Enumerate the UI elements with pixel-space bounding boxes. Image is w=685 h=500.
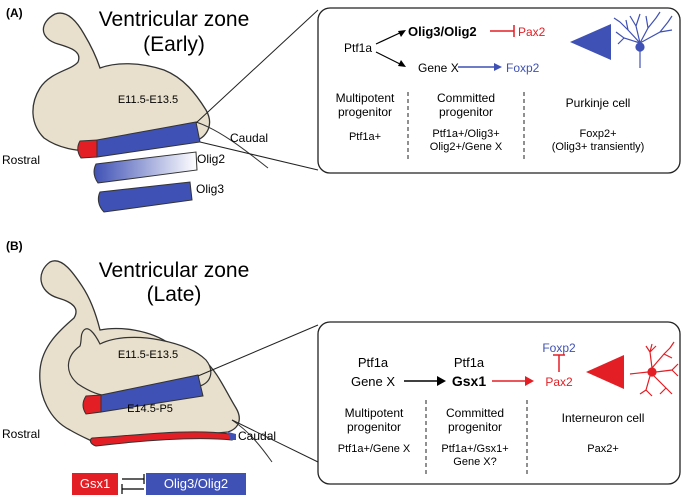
panel-b-title-line1: Ventricular zone xyxy=(99,259,250,282)
panel-a-gene-x: Gene X xyxy=(418,61,459,75)
panel-a-olig2-label: Olig2 xyxy=(197,152,225,166)
panel-a-stage-label: E11.5-E13.5 xyxy=(118,94,178,106)
panel-a-olig3-olig2: Olig3/Olig2 xyxy=(408,24,477,39)
panel-b-label: (B) xyxy=(6,239,23,253)
panel-b-detail-box xyxy=(317,321,681,485)
gsx1-legend-label: Gsx1 xyxy=(80,476,110,491)
panel-b-foxp2: Foxp2 xyxy=(542,341,576,355)
panel-a-ptf1a: Ptf1a xyxy=(344,41,372,55)
panel-b-gene-x: Gene X xyxy=(351,374,395,389)
panel-b-triangle xyxy=(586,355,624,389)
panel-b-col1-marker: Ptf1a+/Gene X xyxy=(338,443,411,455)
panel-b-ptf1a-2: Ptf1a xyxy=(454,355,485,370)
panel-b-red-band xyxy=(89,431,233,447)
panel-b-zoom-line-bottom xyxy=(231,419,319,463)
panel-a-col1-marker: Ptf1a+ xyxy=(349,131,381,143)
panel-b-pax2: Pax2 xyxy=(545,375,573,389)
panel-b-blue-tip xyxy=(228,432,236,440)
panel-a-red-zone xyxy=(77,139,98,159)
panel-b-blue-zone xyxy=(100,374,204,413)
panel-a-rostral: Rostral xyxy=(2,153,40,167)
interneuron-cell-icon xyxy=(629,341,679,397)
panel-b-title-line2: (Late) xyxy=(147,283,202,306)
panel-b-col2-marker1: Ptf1a+/Gsx1+ xyxy=(441,443,508,455)
panel-a-col3-marker1: Foxp2+ xyxy=(580,128,617,140)
panel-b-caudal-line xyxy=(231,419,273,463)
panel-b-col3-head: Interneuron cell xyxy=(562,411,645,425)
panel-a-col2-head2: progenitor xyxy=(439,105,493,119)
panel-b-red-zone xyxy=(82,394,102,415)
panel-b-col2-head2: progenitor xyxy=(448,420,502,434)
panel-a-olig3-strip xyxy=(97,181,193,213)
panel-b-ptf1a-1: Ptf1a xyxy=(358,355,389,370)
panel-a-col1-head2: progenitor xyxy=(338,105,392,119)
panel-a-pax2: Pax2 xyxy=(518,25,546,39)
panel-a-title-line2: (Early) xyxy=(143,33,205,56)
panel-a-label: (A) xyxy=(6,6,23,20)
panel-b-col2-marker2: Gene X? xyxy=(453,456,496,468)
panel-a-col3-head: Purkinje cell xyxy=(566,96,631,110)
panel-a-zoom-line-bottom xyxy=(199,141,319,171)
olig-legend-label: Olig3/Olig2 xyxy=(164,476,228,491)
mutual-inhibition-icon xyxy=(121,474,145,494)
gsx1-legend-box xyxy=(72,473,118,495)
panel-b-caudal: Caudal xyxy=(238,429,276,443)
panel-a-zoom-line-top xyxy=(195,9,319,124)
panel-a-triangle xyxy=(570,24,611,60)
panel-a-caudal: Caudal xyxy=(230,131,268,145)
panel-a-olig3-label: Olig3 xyxy=(196,182,224,196)
panel-b-zoom-line-top xyxy=(197,324,319,377)
panel-b-rostral: Rostral xyxy=(2,427,40,441)
panel-a-caudal-line xyxy=(195,121,269,169)
panel-b-gsx1: Gsx1 xyxy=(452,373,486,389)
olig-legend-box xyxy=(146,473,246,495)
panel-b-stage-label-2: E14.5-P5 xyxy=(127,403,173,415)
panel-a-col2-head1: Committed xyxy=(437,91,495,105)
panel-a-foxp2: Foxp2 xyxy=(506,61,540,75)
panel-a-col1-head1: Multipotent xyxy=(336,91,395,105)
panel-a-title-line1: Ventricular zone xyxy=(99,8,250,31)
panel-b-col3-marker: Pax2+ xyxy=(587,443,619,455)
panel-a-col2-marker2: Olig2+/Gene X xyxy=(430,141,503,153)
panel-b-col2-head1: Committed xyxy=(446,406,504,420)
panel-b-col1-head1: Multipotent xyxy=(345,406,404,420)
panel-a-col3-marker2: (Olig3+ transiently) xyxy=(552,141,645,153)
panel-a-olig2-strip xyxy=(93,151,198,184)
purkinje-cell-icon xyxy=(613,11,673,68)
panel-a-col2-marker1: Ptf1a+/Olig3+ xyxy=(432,128,499,140)
panel-b-col1-head2: progenitor xyxy=(347,420,401,434)
panel-b-stage-label-1: E11.5-E13.5 xyxy=(118,349,178,361)
